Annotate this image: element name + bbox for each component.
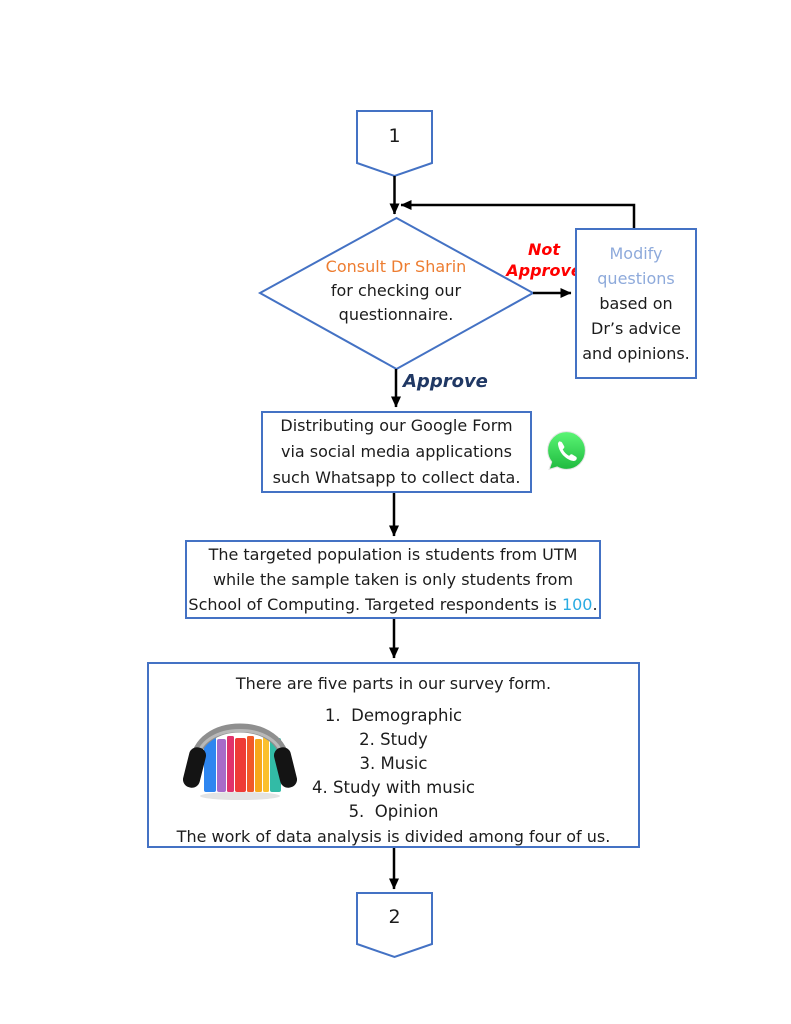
decision-line2: for checking our [330,281,462,300]
population-line3-prefix: School of Computing. Targeted respondent… [188,595,562,614]
survey-title: There are five parts in our survey form. [235,674,552,693]
survey-item-demographic: 1. Demographic [324,706,463,725]
not-approve-branch-label: Not Approve [498,239,590,281]
decision-line3: questionnaire. [338,305,454,324]
feedback-line-modify-to-main [400,200,636,228]
respondents-count: 100 [561,595,593,614]
start-connector-shape [356,110,433,178]
not-approve-line1: Not [527,240,561,259]
modify-line2: questions [597,269,675,288]
survey-footer: The work of data analysis is divided amo… [176,827,611,846]
survey-item-study: 2. Study [359,730,428,749]
decision-step-text: Consult Dr Sharin for checking our quest… [276,255,516,327]
decision-title: Consult Dr Sharin [325,257,467,276]
population-line3-suffix: . [592,595,598,614]
modify-line5: and opinions. [582,344,690,363]
distribute-line3: such Whatsapp to collect data. [272,468,521,487]
approve-branch-label: Approve [403,371,488,392]
end-connector-shape [356,892,433,959]
headphones-books-image [183,723,297,800]
modify-questions-box: Modify questions based on Dr’s advice an… [575,228,697,379]
population-line3: School of Computing. Targeted respondent… [188,592,597,617]
not-approve-line2: Approve [506,261,582,280]
modify-line4: Dr’s advice [591,319,681,338]
distribute-form-box: Distributing our Google Form via social … [261,411,532,493]
modify-line1: Modify [609,244,663,263]
survey-item-study-with-music: 4. Study with music [312,778,475,797]
population-line2: while the sample taken is only students … [212,570,574,589]
book-spines [204,736,281,792]
survey-item-music: 3. Music [359,754,428,773]
end-connector-label: 2 [388,906,401,928]
modify-line3: based on [599,294,673,313]
survey-item-opinion: 5. Opinion [348,802,439,821]
start-connector-label: 1 [388,125,401,147]
population-line1: The targeted population is students from… [208,545,578,564]
distribute-line2: via social media applications [280,442,513,461]
distribute-line1: Distributing our Google Form [280,416,513,435]
target-population-box: The targeted population is students from… [185,540,601,619]
whatsapp-icon [547,431,586,471]
